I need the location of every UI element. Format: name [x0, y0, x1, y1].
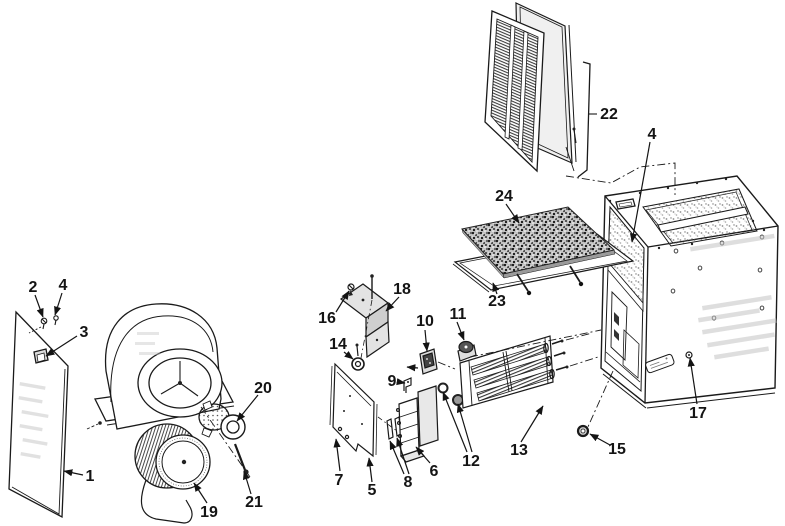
filter-assembly	[452, 206, 635, 296]
blower-assembly	[86, 303, 251, 524]
grille-group-bracket	[577, 61, 591, 178]
cabinet	[576, 175, 779, 438]
louvered-grille-panel	[484, 10, 545, 173]
door-face	[8, 310, 69, 519]
callout-label-6: 6	[430, 463, 439, 480]
callout-leaders	[34, 141, 698, 504]
wheel-support-bracket	[140, 479, 193, 524]
leader-11	[456, 321, 465, 341]
callout-label-23: 23	[488, 293, 506, 310]
leader-24	[505, 203, 520, 224]
leader-12a	[442, 391, 468, 453]
leader-6	[415, 446, 431, 464]
leader-21	[243, 470, 252, 495]
leader-1	[63, 469, 84, 477]
callout-label-9: 9	[388, 373, 397, 390]
callout-label-7: 7	[335, 472, 344, 489]
mounting-bracket-18	[339, 283, 390, 359]
callout-label-19: 19	[200, 504, 218, 521]
callout-label-2: 2	[29, 279, 38, 296]
grommets-12	[437, 382, 464, 406]
cabinet-rim-screws	[608, 177, 766, 250]
callout-label-14: 14	[329, 336, 347, 353]
rating-nameplate	[645, 353, 675, 374]
callout-label-8: 8	[404, 474, 413, 491]
screw-2	[40, 317, 48, 330]
callout-label-11: 11	[450, 306, 467, 323]
leader-5	[366, 457, 374, 483]
leader-3	[45, 335, 78, 357]
leader-4-cabinet	[629, 141, 651, 243]
leader-15	[589, 433, 611, 446]
callout-label-22: 22	[600, 106, 618, 123]
callout-label-17: 17	[689, 405, 707, 422]
leader-7	[333, 438, 341, 472]
leader-14	[343, 351, 354, 360]
access-door-panel	[8, 310, 69, 519]
bracket-screw-16	[347, 274, 374, 299]
leader-8b	[396, 437, 410, 475]
limit-switch-10	[419, 348, 438, 375]
grille-assembly	[484, 2, 597, 178]
callout-label-5: 5	[368, 482, 377, 499]
leader-2	[34, 294, 44, 318]
screw-4	[53, 315, 59, 326]
leader-20	[236, 394, 259, 422]
callout-label-20: 20	[254, 380, 272, 397]
panel-bleed-through-text	[690, 233, 777, 360]
callout-label-3: 3	[80, 324, 89, 341]
blower-wheel	[134, 423, 211, 524]
callout-label-13: 13	[510, 442, 528, 459]
callout-label-15: 15	[608, 441, 626, 458]
mount-bolt	[233, 443, 249, 475]
housing-bleed-through-marks	[135, 332, 160, 355]
callout-label-18: 18	[393, 281, 411, 298]
leader-8a	[389, 440, 405, 475]
grille-centerline	[565, 162, 676, 195]
blower-housing	[104, 303, 223, 430]
callout-label-12: 12	[462, 453, 480, 470]
door-bleed-through-marks	[18, 382, 49, 459]
filter-screws	[516, 265, 584, 296]
leader-17	[687, 357, 698, 405]
heating-element-rack	[459, 335, 569, 409]
callout-label-4-screw: 4	[59, 277, 68, 294]
leader-4-screw	[54, 292, 63, 316]
callout-labels: 1 2 3 4 4 5 6 7 8 9 10 11 12 13 14 15 16…	[29, 106, 707, 521]
alignment-centerlines	[437, 329, 602, 370]
rack-mounting-bolts	[551, 339, 569, 371]
impeller-hub	[160, 361, 199, 397]
grommet-15	[576, 424, 590, 438]
door-handle-slot	[33, 348, 49, 364]
callout-label-4-cabinet: 4	[648, 126, 657, 143]
control-panel-plate	[329, 362, 378, 458]
callout-label-1: 1	[86, 468, 95, 485]
leader-23	[492, 282, 500, 295]
filter-media-pad-24	[461, 206, 616, 279]
leader-10	[422, 329, 430, 352]
leader-10b	[406, 364, 419, 372]
callout-label-16: 16	[318, 310, 336, 327]
clip-9	[403, 377, 412, 393]
cabinet-top-opening	[642, 188, 758, 247]
leader-18	[385, 296, 400, 312]
leader-13	[520, 405, 544, 443]
cabinet-knockout	[615, 198, 636, 210]
leader-9	[396, 378, 406, 386]
callout-label-10: 10	[416, 313, 434, 330]
control-cluster	[329, 274, 602, 463]
leader-16	[335, 290, 350, 313]
leader-12b	[456, 403, 473, 453]
motor-mount	[198, 400, 251, 478]
grommet-14	[351, 343, 365, 371]
callout-label-21: 21	[245, 494, 263, 511]
side-screw-17	[685, 351, 693, 359]
callout-label-24: 24	[495, 188, 513, 205]
terminal-block-6	[396, 385, 439, 463]
leader-19	[193, 482, 208, 504]
limit-switch-11	[457, 340, 477, 362]
door-screws	[28, 315, 59, 334]
